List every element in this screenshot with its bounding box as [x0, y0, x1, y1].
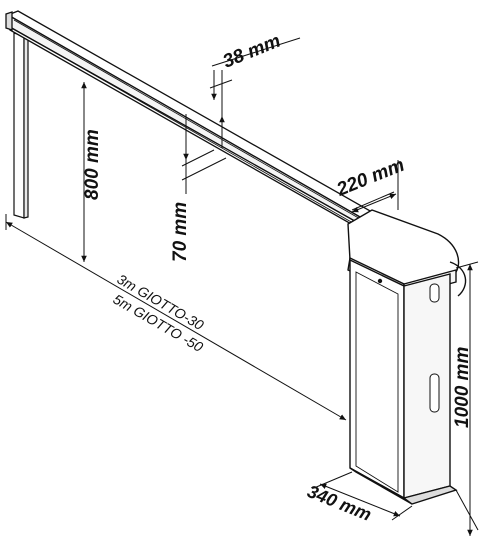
- support-post: [13, 32, 29, 219]
- dim-boom-total-height-label: 800 mm: [82, 129, 103, 200]
- boom-arm: [5, 10, 374, 231]
- dim-boom-height-label: 38 mm: [220, 31, 284, 73]
- dim-housing-depth-label: 340 mm: [305, 481, 375, 525]
- dim-boom-depth-label: 70 mm: [170, 202, 191, 262]
- dim-housing-height-label: 1000 mm: [452, 347, 473, 428]
- dim-housing-width-label: 220 mm: [333, 155, 408, 201]
- barrier-housing: [347, 209, 467, 505]
